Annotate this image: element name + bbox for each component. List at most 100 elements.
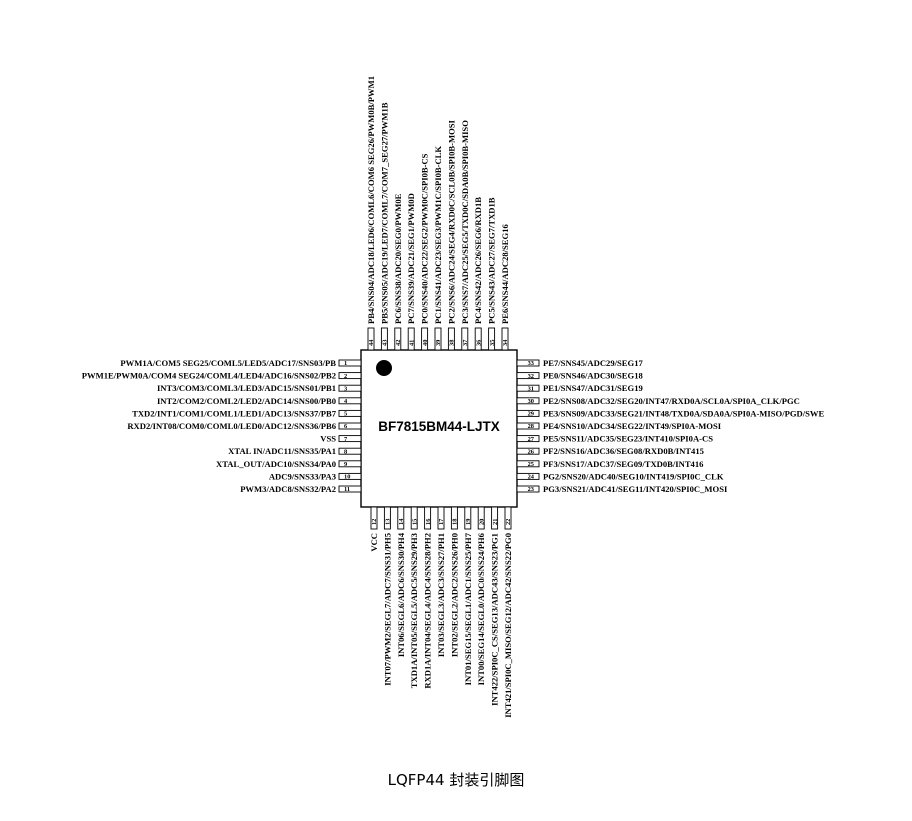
pin-34-label: PE6/SNS44/ADC28/SEG16 bbox=[500, 223, 510, 324]
pin-42-number: 42 bbox=[395, 340, 402, 346]
pin-35-number: 35 bbox=[489, 340, 496, 346]
caption: LQFP44 封装引脚图 bbox=[388, 771, 525, 789]
pin-12-number: 12 bbox=[371, 519, 378, 525]
pin-16-lead bbox=[424, 506, 432, 530]
pin-9-number: 9 bbox=[344, 461, 347, 468]
pin-7-label: VSS bbox=[320, 434, 336, 444]
pin-35-label: PC5/SNS43/ADC27/SEG7/TXD1B bbox=[487, 197, 497, 324]
pin1-marker bbox=[376, 360, 392, 376]
pin-22-number: 22 bbox=[505, 519, 512, 525]
pin-38-number: 38 bbox=[449, 340, 456, 346]
pin-29-label: PE3/SNS09/ADC33/SEG21/INT48/TXD0A/SDA0A/… bbox=[543, 408, 825, 418]
pin-11-number: 11 bbox=[344, 486, 350, 493]
pin-27-label: PE5/SNS11/ADC35/SEG23/INT410/SPI0A-CS bbox=[543, 434, 713, 444]
pin-19-number: 19 bbox=[465, 519, 472, 525]
pin-2-lead bbox=[338, 372, 362, 380]
pin-42-lead bbox=[394, 327, 402, 351]
pin-13-number: 13 bbox=[385, 519, 392, 525]
pin-34-lead bbox=[501, 327, 509, 351]
pin-19-label: INT01/SEG15/SEGL1/ADC1/SNS25/PH7 bbox=[463, 532, 473, 685]
pin-5-lead bbox=[338, 409, 362, 417]
pin-28-label: PE4/SNS10/ADC34/SEG22/INT49/SPI0A-MOSI bbox=[543, 421, 722, 431]
pin-2-label: PWM1E/PWM0A/COM4 SEG24/COML4/LED4/ADC16/… bbox=[82, 371, 336, 381]
pin-31-lead bbox=[516, 384, 540, 392]
pin-32-label: PE0/SNS46/ADC30/SEG18 bbox=[543, 371, 644, 381]
pin-44-label: PB4/SNS04/ADC18/LED6/COML6/COM6 SEG26/PW… bbox=[366, 76, 376, 324]
pin-2-number: 2 bbox=[344, 373, 347, 380]
pin-42-label: PC6/SNS38/ADC20/SEG0/PWM0E bbox=[393, 193, 403, 324]
pin-14-label: INT06/SEGL6/ADC6/SNS30/PH4 bbox=[396, 532, 406, 657]
pin-25-label: PF3/SNS17/ADC37/SEG09/TXD0B/INT416 bbox=[543, 459, 704, 469]
pin-21-lead bbox=[491, 506, 499, 530]
pin-39-label: PC1/SNS41/ADC23/SEG3/PWM1C/SPI0B-CLK bbox=[433, 146, 443, 324]
pin-3-number: 3 bbox=[344, 385, 347, 392]
pin-7-lead bbox=[338, 435, 362, 443]
pin-28-number: 28 bbox=[528, 423, 534, 430]
pin-40-lead bbox=[421, 327, 429, 351]
pin-6-number: 6 bbox=[344, 423, 348, 430]
pin-44-number: 44 bbox=[368, 339, 375, 346]
pin-41-lead bbox=[407, 327, 415, 351]
pin-15-number: 15 bbox=[411, 519, 418, 525]
top-pins: 34 PE6/SNS44/ADC28/SEG16 35 PC5/SNS43/ADC27… bbox=[366, 76, 510, 351]
pin-32-lead bbox=[516, 372, 540, 380]
pin-10-number: 10 bbox=[344, 474, 350, 481]
pin-14-number: 14 bbox=[398, 518, 405, 525]
pin-16-number: 16 bbox=[425, 518, 432, 525]
pin-9-label: XTAL_OUT/ADC10/SNS34/PA0 bbox=[216, 459, 336, 469]
pin-5-number: 5 bbox=[344, 411, 347, 418]
pin-43-number: 43 bbox=[382, 340, 389, 346]
pin-12-label: VCC bbox=[369, 533, 379, 552]
pin-6-lead bbox=[338, 422, 362, 430]
pin-4-lead bbox=[338, 397, 362, 405]
pin-40-label: PC0/SNS40/ADC22/SEG2/PWM0C/SPI0B-CS bbox=[420, 153, 430, 324]
pin-9-lead bbox=[338, 460, 362, 468]
pin-18-label: INT02/SEGL2/ADC2/SNS26/PH0 bbox=[449, 533, 459, 657]
pin-16-label: RXD1A/INT04/SEGL4/ADC4/SNS28/PH2 bbox=[423, 533, 433, 689]
pin-15-label: TXD1A/INT05/SEGL5/ADC5/SNS29/PH3 bbox=[409, 533, 419, 688]
pin-22-lead bbox=[504, 506, 512, 530]
pin-36-lead bbox=[474, 327, 482, 351]
pin-29-lead bbox=[516, 409, 540, 417]
pin-31-number: 31 bbox=[528, 385, 534, 392]
pin-10-lead bbox=[338, 472, 362, 480]
pin-12-lead bbox=[370, 506, 378, 530]
pin-25-number: 25 bbox=[528, 461, 534, 468]
pin-8-lead bbox=[338, 447, 362, 455]
pin-27-lead bbox=[516, 435, 540, 443]
pin-18-number: 18 bbox=[452, 519, 459, 525]
pin-23-label: PG3/SNS21/ADC41/SEG11/INT420/SPI0C_MOSI bbox=[543, 484, 728, 494]
pin-26-lead bbox=[516, 447, 540, 455]
pin-33-number: 33 bbox=[528, 360, 534, 367]
pin-33-lead bbox=[516, 359, 540, 367]
pin-36-label: PC4/SNS42/ADC26/SEG6/RXD1B bbox=[473, 197, 483, 324]
pin-34-number: 34 bbox=[502, 339, 509, 346]
pin-1-lead bbox=[338, 359, 362, 367]
pin-13-lead bbox=[383, 506, 391, 530]
pin-38-lead bbox=[447, 327, 455, 351]
pin-30-label: PE2/SNS08/ADC32/SEG20/INT47/RXD0A/SCL0A/… bbox=[543, 396, 800, 406]
chip-body bbox=[360, 349, 518, 508]
pin-20-number: 20 bbox=[478, 519, 485, 525]
pin-22-label: INT421/SPI0C_MISO/SEG12/ADC42/SNS22/PG0 bbox=[503, 533, 513, 718]
pin-10-label: ADC9/SNS33/PA3 bbox=[269, 471, 336, 481]
pin-37-lead bbox=[461, 327, 469, 351]
pin-43-lead bbox=[380, 327, 388, 351]
pin-4-number: 4 bbox=[344, 398, 348, 405]
pin-24-lead bbox=[516, 472, 540, 480]
pin-7-number: 7 bbox=[344, 436, 348, 443]
pin-41-label: PC7/SNS39/ADC21/SEG1/PWM0D bbox=[406, 193, 416, 324]
pin-31-label: PE1/SNS47/ADC31/SEG19 bbox=[543, 383, 643, 393]
pin-37-number: 37 bbox=[462, 339, 469, 346]
pin-41-number: 41 bbox=[408, 340, 415, 346]
pin-29-number: 29 bbox=[528, 411, 534, 418]
pin-43-label: PB5/SNS05/ADC19/LED7/COML7/COM7_SEG27/PW… bbox=[379, 102, 389, 324]
pin-28-lead bbox=[516, 422, 540, 430]
pin-26-number: 26 bbox=[528, 448, 535, 455]
pin-30-lead bbox=[516, 397, 540, 405]
pin-8-label: XTAL IN/ADC11/SNS35/PA1 bbox=[228, 446, 336, 456]
pin-36-number: 36 bbox=[475, 339, 482, 346]
pin-15-lead bbox=[410, 506, 418, 530]
pin-38-label: PC2/SNS6/ADC24/SEG4/RXD0C/SCL0B/SPI0B-MO… bbox=[446, 119, 456, 324]
